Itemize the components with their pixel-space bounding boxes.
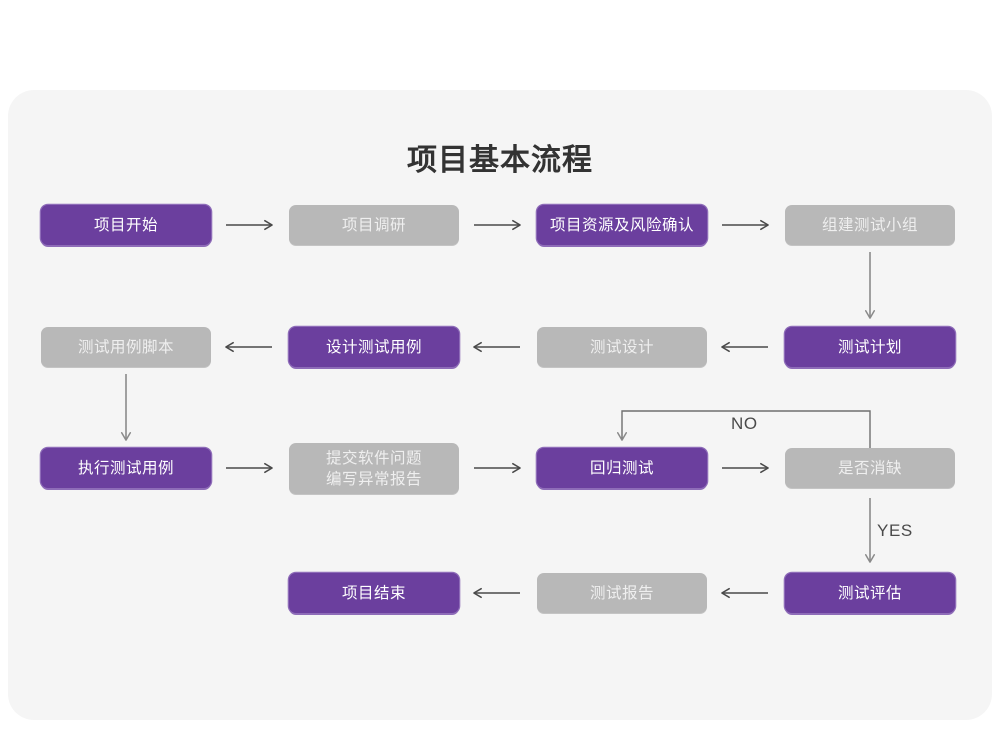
flow-node-n14[interactable]: 测试报告 [537, 573, 707, 613]
flow-node-n3[interactable]: 项目资源及风险确认 [537, 205, 707, 245]
flow-node-n10[interactable]: 提交软件问题 编写异常报告 [289, 443, 459, 494]
edge-label-no: NO [731, 414, 758, 433]
flow-node-n5[interactable]: 测试用例脚本 [41, 327, 211, 367]
flow-node-n1[interactable]: 项目开始 [41, 205, 211, 245]
flowchart-card [8, 90, 992, 720]
flow-node-n12[interactable]: 是否消缺 [785, 448, 955, 488]
edge-label-yes: YES [877, 521, 913, 540]
flow-node-n4[interactable]: 组建测试小组 [785, 205, 955, 245]
flow-node-n9[interactable]: 执行测试用例 [41, 448, 211, 488]
flow-node-n11[interactable]: 回归测试 [537, 448, 707, 488]
flow-node-n6[interactable]: 设计测试用例 [289, 327, 459, 367]
flow-node-n2[interactable]: 项目调研 [289, 205, 459, 245]
flow-node-n7[interactable]: 测试设计 [537, 327, 707, 367]
flow-node-n13[interactable]: 项目结束 [289, 573, 459, 613]
page-title: 项目基本流程 [407, 144, 593, 177]
flow-node-n8[interactable]: 测试计划 [785, 327, 955, 367]
flow-node-n15[interactable]: 测试评估 [785, 573, 955, 613]
